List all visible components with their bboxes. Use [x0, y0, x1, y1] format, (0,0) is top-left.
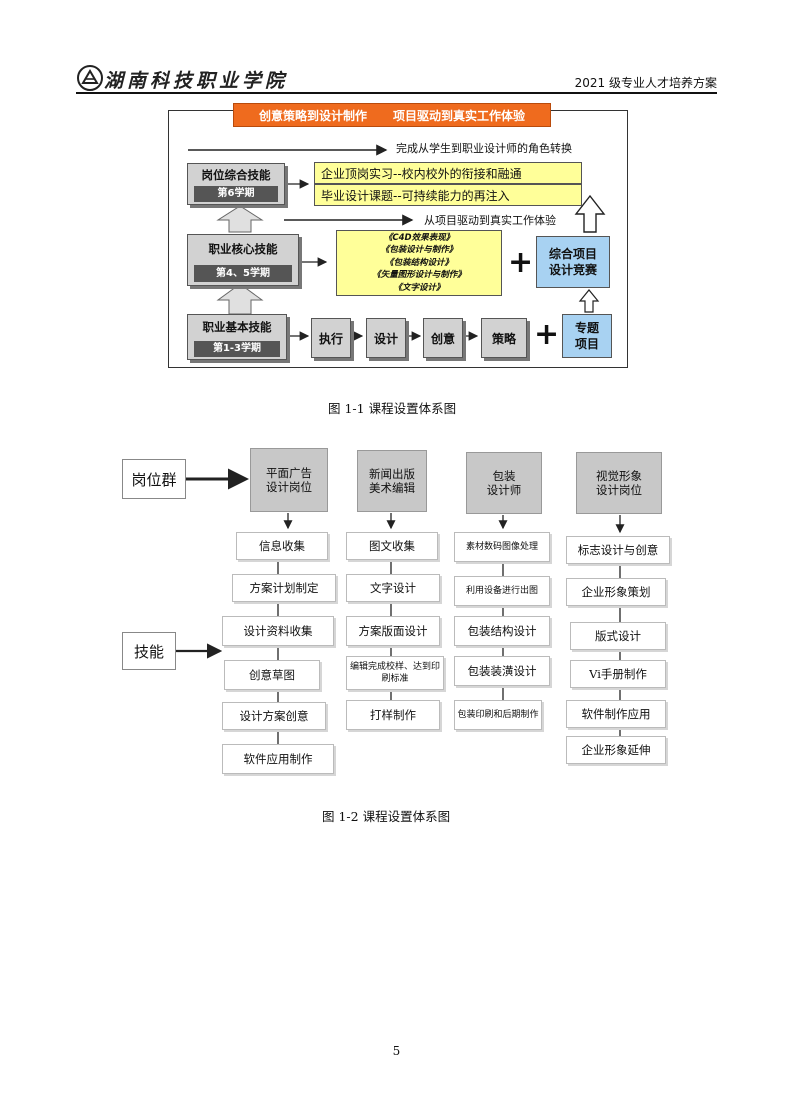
skill-item: 文字设计 — [346, 574, 440, 602]
header-line: 平面广告 — [266, 466, 312, 480]
practice-graduation-project: 毕业设计课题--可持续能力的再注入 — [314, 184, 582, 206]
skill-item: 软件制作应用 — [566, 700, 666, 728]
skill-item: 包装印刷和后期制作 — [454, 700, 542, 730]
school-name-logo: 湖南科技职业学院 — [104, 70, 289, 92]
header-line: 包装 — [492, 469, 516, 483]
competition-box: 综合项目 设计竞赛 — [536, 236, 610, 288]
step-design: 设计 — [366, 318, 406, 358]
skill-item: 设计资料收集 — [222, 616, 334, 646]
step-strategy: 策略 — [481, 318, 527, 358]
header-line: 设计岗位 — [596, 483, 642, 497]
banner-left: 创意策略到设计制作 — [258, 108, 367, 123]
core-courses-box: 《C4D效果表现》 《包装设计与制作》 《包装结构设计》 《矢量图形设计与制作》… — [336, 230, 502, 296]
note-project-driven: 从项目驱动到真实工作体验 — [424, 214, 556, 227]
skill-item: 利用设备进行出图 — [454, 576, 550, 606]
course-item: 《包装设计与制作》 — [380, 245, 458, 256]
skill-item: 包装装潢设计 — [454, 656, 550, 686]
level-comprehensive-skill: 岗位综合技能 第6学期 — [187, 163, 285, 205]
skill-item: 版式设计 — [570, 622, 666, 650]
level-basic-skill: 职业基本技能 第1-3学期 — [187, 314, 287, 360]
level-core-skill: 职业核心技能 第4、5学期 — [187, 234, 299, 286]
header-line: 设计岗位 — [266, 480, 312, 494]
plus-sign: + — [508, 245, 534, 280]
skill-item: 标志设计与创意 — [566, 536, 670, 564]
skill-item: 包装结构设计 — [454, 616, 550, 646]
special-line: 项目 — [574, 337, 599, 351]
course-item: 《矢量图形设计与制作》 — [372, 270, 466, 281]
course-item: 《文字设计》 — [393, 282, 445, 293]
school-logo-icon — [77, 65, 103, 91]
banner-right: 项目驱动到真实工作体验 — [393, 108, 526, 123]
page-number: 5 — [392, 1044, 401, 1058]
col-header-packaging: 包装设计师 — [466, 452, 542, 514]
skill-item: 企业形象延伸 — [566, 736, 666, 764]
level-term: 第4、5学期 — [194, 265, 292, 282]
header-line: 视觉形象 — [596, 469, 642, 483]
col-header-visual-identity: 视觉形象设计岗位 — [576, 452, 662, 514]
figure1-caption: 图 1-1 课程设置体系图 — [328, 401, 457, 416]
skill-item: 编辑完成校样、达到印刷标准 — [346, 656, 444, 690]
level-title: 岗位综合技能 — [201, 168, 271, 182]
course-item: 《C4D效果表现》 — [383, 232, 455, 243]
skill-item: 打样制作 — [346, 700, 440, 730]
level-title: 职业核心技能 — [208, 242, 278, 256]
skill-item: 图文收集 — [346, 532, 438, 560]
step-execute: 执行 — [311, 318, 351, 358]
level-term: 第6学期 — [194, 186, 278, 202]
col-header-ad-design: 平面广告设计岗位 — [250, 448, 328, 512]
figure1-banner: 创意策略到设计制作 项目驱动到真实工作体验 — [233, 103, 551, 127]
special-line: 专题 — [574, 321, 599, 335]
course-item: 《包装结构设计》 — [384, 257, 453, 268]
plan-title: 2021 级专业人才培养方案 — [574, 76, 717, 90]
note-role-change: 完成从学生到职业设计师的角色转换 — [396, 142, 572, 155]
skill-item: Vi手册制作 — [570, 660, 666, 688]
level-term: 第1-3学期 — [194, 341, 280, 357]
col-header-publishing: 新闻出版美术编辑 — [357, 450, 427, 512]
plus-sign: + — [534, 317, 560, 352]
header-line: 美术编辑 — [369, 481, 415, 495]
skill-item: 设计方案创意 — [222, 702, 326, 730]
competition-line: 设计竞赛 — [548, 263, 597, 277]
skill-item: 企业形象策划 — [566, 578, 666, 606]
header-line: 设计师 — [486, 483, 522, 497]
header-line: 新闻出版 — [369, 467, 415, 481]
step-idea: 创意 — [423, 318, 463, 358]
practice-internship: 企业顶岗实习--校内校外的衔接和融通 — [314, 162, 582, 184]
competition-line: 综合项目 — [548, 247, 597, 261]
skill-item: 创意草图 — [224, 660, 320, 690]
special-project-box: 专题 项目 — [562, 314, 612, 358]
skill-item: 软件应用制作 — [222, 744, 334, 774]
header-rule — [76, 92, 717, 94]
figure2-caption: 图 1-2 课程设置体系图 — [322, 809, 451, 824]
skill-item: 信息收集 — [236, 532, 328, 560]
skill-item: 方案版面设计 — [346, 616, 440, 646]
side-label-skills: 技能 — [122, 632, 176, 670]
skill-item: 素材数码图像处理 — [454, 532, 550, 562]
side-label-job-group: 岗位群 — [122, 459, 186, 499]
skill-item: 方案计划制定 — [232, 574, 336, 602]
level-title: 职业基本技能 — [202, 320, 272, 334]
